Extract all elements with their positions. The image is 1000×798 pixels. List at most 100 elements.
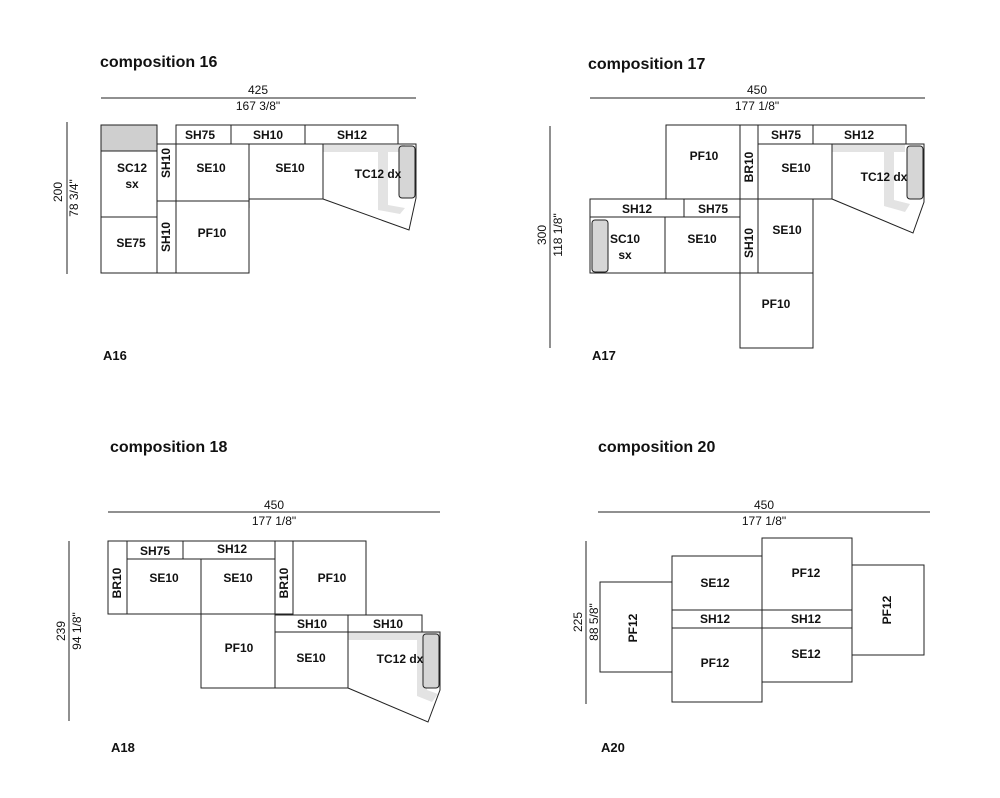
module-label: SE10 <box>687 232 717 246</box>
width-in: 177 1/8" <box>735 99 779 113</box>
module-label: SE10 <box>781 161 811 175</box>
module-label: SH75 <box>698 202 728 216</box>
module-label: SH10 <box>159 148 173 178</box>
module-se10 <box>757 143 833 200</box>
module-label: SH10 <box>742 228 756 258</box>
module-label: sx <box>125 177 139 191</box>
module-label: SH12 <box>337 128 367 142</box>
module-label: SE10 <box>772 223 802 237</box>
module-label: BR10 <box>110 567 124 598</box>
module-label: SE10 <box>149 571 179 585</box>
module-pf12 <box>671 627 763 703</box>
module-label: PF10 <box>690 149 719 163</box>
module-label: PF10 <box>318 571 347 585</box>
armrest <box>591 219 609 273</box>
module-label: SH75 <box>185 128 215 142</box>
module-pf10 <box>175 200 250 274</box>
module-pf10 <box>739 272 814 349</box>
seat-cushion <box>378 152 405 214</box>
module-label: SH12 <box>791 612 821 626</box>
composition-title: composition 18 <box>110 439 227 456</box>
depth-cm: 239 <box>54 621 68 641</box>
seat-cushion <box>417 640 438 702</box>
module-tc12 <box>347 631 441 723</box>
module-label: TC12 dx <box>861 170 908 184</box>
depth-in: 118 1/8" <box>551 213 565 256</box>
armrest <box>100 124 158 152</box>
composition-title: composition 16 <box>100 54 217 71</box>
module-label: PF12 <box>701 656 730 670</box>
module-label: PF12 <box>626 613 640 642</box>
module-label: SE75 <box>116 236 146 250</box>
composition-code: A20 <box>601 740 625 755</box>
module-label: SH10 <box>373 617 403 631</box>
module-label: SH10 <box>297 617 327 631</box>
module-tc12 <box>831 143 925 234</box>
depth-in: 78 3/4" <box>67 179 81 217</box>
composition-16: composition 16 425 167 3/8" 200 78 3/4" … <box>51 54 417 363</box>
depth-in: 88 5/8" <box>587 603 601 641</box>
module-pf12 <box>851 564 925 656</box>
module-label: SE10 <box>296 651 326 665</box>
width-cm: 425 <box>248 83 268 97</box>
module-pf10 <box>292 540 367 616</box>
module-label: SE10 <box>275 161 305 175</box>
composition-code: A17 <box>592 348 616 363</box>
module-se10 <box>274 631 349 689</box>
composition-title: composition 20 <box>598 439 715 456</box>
width-in: 177 1/8" <box>252 514 296 528</box>
module-label: SH12 <box>844 128 874 142</box>
module-label: PF10 <box>198 226 227 240</box>
composition-18: composition 18 450 177 1/8" 239 94 1/8" … <box>54 439 441 755</box>
armrest <box>398 145 416 199</box>
module-label: PF12 <box>792 566 821 580</box>
module-se12 <box>671 555 763 611</box>
module-label: SC10 <box>610 232 640 246</box>
module-label: BR10 <box>742 151 756 182</box>
composition-code: A18 <box>111 740 135 755</box>
depth-in: 94 1/8" <box>70 612 84 650</box>
module-pf10 <box>200 613 276 689</box>
module-label: SE12 <box>791 647 821 661</box>
armrest <box>906 145 924 200</box>
composition-20: composition 20 450 177 1/8" 225 88 5/8" … <box>571 439 930 755</box>
width-cm: 450 <box>754 498 774 512</box>
module-label: PF10 <box>762 297 791 311</box>
module-label: TC12 dx <box>355 167 402 181</box>
module-se10 <box>664 216 741 274</box>
module-pf12 <box>761 537 853 611</box>
width-cm: 450 <box>264 498 284 512</box>
armrest <box>422 633 440 689</box>
module-label: SH12 <box>700 612 730 626</box>
module-label: PF12 <box>880 595 894 624</box>
module-se10 <box>126 558 202 615</box>
module-label: SH10 <box>253 128 283 142</box>
module-label: sx <box>618 248 632 262</box>
module-se10 <box>200 558 276 615</box>
module-se10 <box>175 143 250 202</box>
module-label: SE10 <box>223 571 253 585</box>
seat-cushion <box>884 152 910 212</box>
module-label: SH75 <box>771 128 801 142</box>
width-in: 167 3/8" <box>236 99 280 113</box>
depth-cm: 300 <box>535 225 549 245</box>
composition-code: A16 <box>103 348 127 363</box>
depth-cm: 225 <box>571 612 585 632</box>
module-label: PF10 <box>225 641 254 655</box>
module-se12 <box>761 627 853 683</box>
module-label: SE12 <box>700 576 730 590</box>
module-label: SC12 <box>117 161 147 175</box>
module-label: SH10 <box>159 222 173 252</box>
width-cm: 450 <box>747 83 767 97</box>
module-label: BR10 <box>277 567 291 598</box>
module-pf10 <box>665 124 741 200</box>
width-in: 177 1/8" <box>742 514 786 528</box>
depth-cm: 200 <box>51 182 65 202</box>
module-label: TC12 dx <box>377 652 424 666</box>
module-tc12 <box>322 143 417 231</box>
composition-17: composition 17 450 177 1/8" 300 118 1/8"… <box>535 56 925 363</box>
module-se10 <box>757 198 814 274</box>
module-label: SH12 <box>217 542 247 556</box>
module-label: SH12 <box>622 202 652 216</box>
